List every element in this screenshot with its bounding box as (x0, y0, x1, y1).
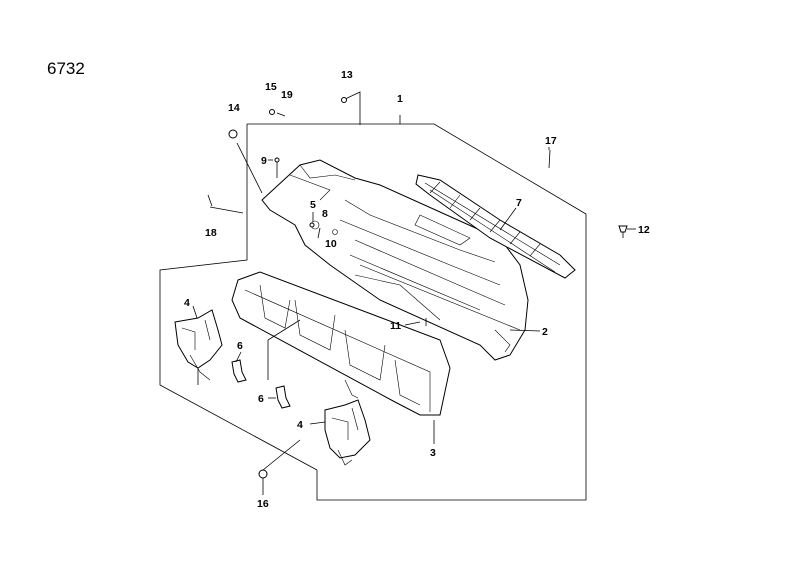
callout-14: 14 (228, 102, 240, 114)
callout-3: 3 (430, 447, 436, 459)
callout-7: 7 (516, 197, 522, 209)
callout-4-lower: 4 (297, 419, 303, 431)
callout-8: 8 (322, 208, 328, 220)
lower-grille (415, 174, 576, 279)
callouts: 1 2 3 4 4 5 6 6 7 8 9 10 11 12 13 14 15 … (184, 69, 650, 510)
callout-18: 18 (205, 227, 217, 239)
fasteners (207, 97, 628, 479)
callout-13: 13 (341, 69, 353, 81)
callout-15: 15 (265, 81, 277, 93)
leader-lines (192, 142, 636, 495)
bumper-cover (261, 159, 529, 361)
clip-lower (275, 385, 291, 409)
callout-6-lower: 6 (258, 393, 264, 405)
assembly-frame (159, 91, 587, 501)
callout-2: 2 (542, 326, 548, 338)
callout-12: 12 (638, 224, 650, 236)
energy-absorber (231, 264, 521, 416)
side-bracket-lower (324, 379, 371, 466)
callout-17: 17 (545, 135, 557, 147)
callout-9: 9 (261, 155, 267, 167)
callout-5: 5 (310, 199, 316, 211)
diagram-code: 6732 (47, 59, 85, 78)
callout-19: 19 (281, 89, 293, 101)
clip-upper (231, 359, 247, 383)
callout-10: 10 (325, 238, 337, 250)
callout-11: 11 (390, 320, 401, 332)
callout-4-upper: 4 (184, 297, 190, 309)
callout-1: 1 (397, 93, 403, 105)
callout-16: 16 (257, 498, 269, 510)
side-bracket-upper (174, 309, 223, 381)
callout-6-upper: 6 (237, 340, 243, 352)
